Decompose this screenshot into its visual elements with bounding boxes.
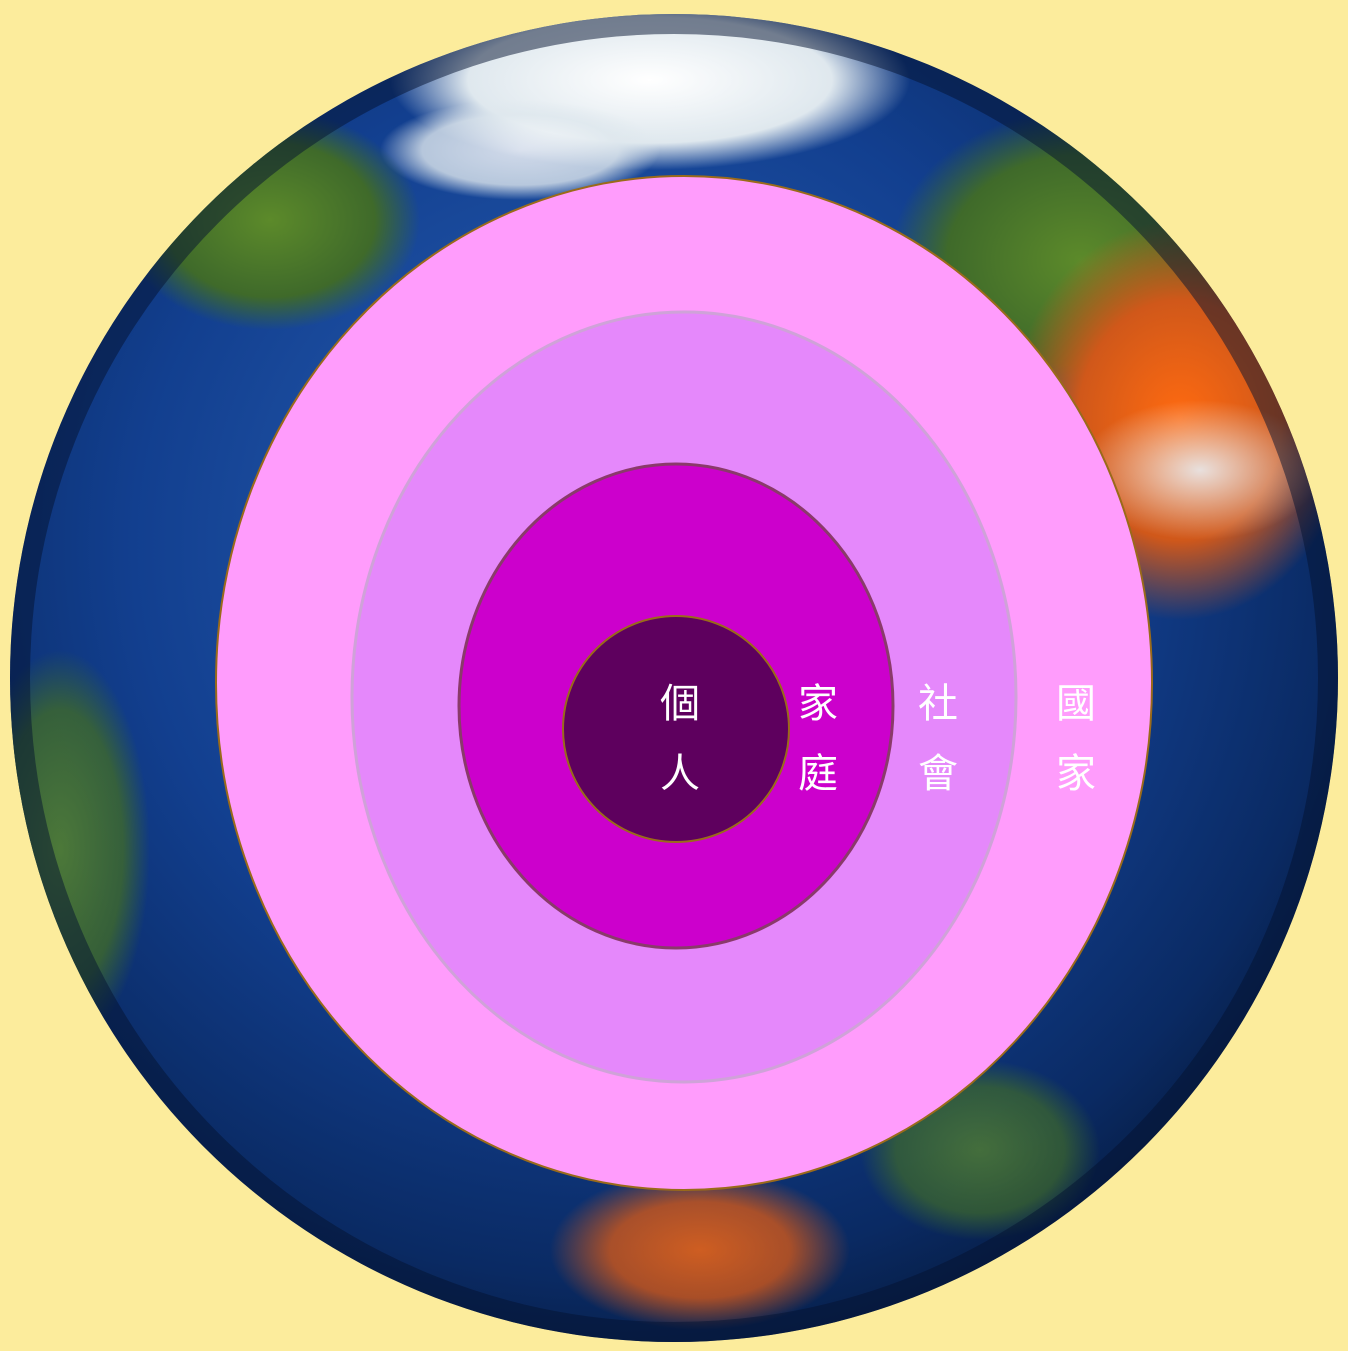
label-family: 家 庭 xyxy=(798,684,838,794)
label-family-char-1: 家 xyxy=(798,684,838,724)
label-country: 國 家 xyxy=(1056,684,1096,794)
label-country-char-2: 家 xyxy=(1056,754,1096,794)
label-society: 社 會 xyxy=(918,684,958,794)
label-country-char-1: 國 xyxy=(1056,684,1096,724)
label-individual-char-1: 個 xyxy=(660,684,700,724)
label-family-char-2: 庭 xyxy=(798,754,838,794)
label-individual: 個 人 xyxy=(660,684,700,794)
label-society-char-2: 會 xyxy=(918,754,958,794)
label-society-char-1: 社 xyxy=(918,684,958,724)
label-individual-char-2: 人 xyxy=(660,754,700,794)
